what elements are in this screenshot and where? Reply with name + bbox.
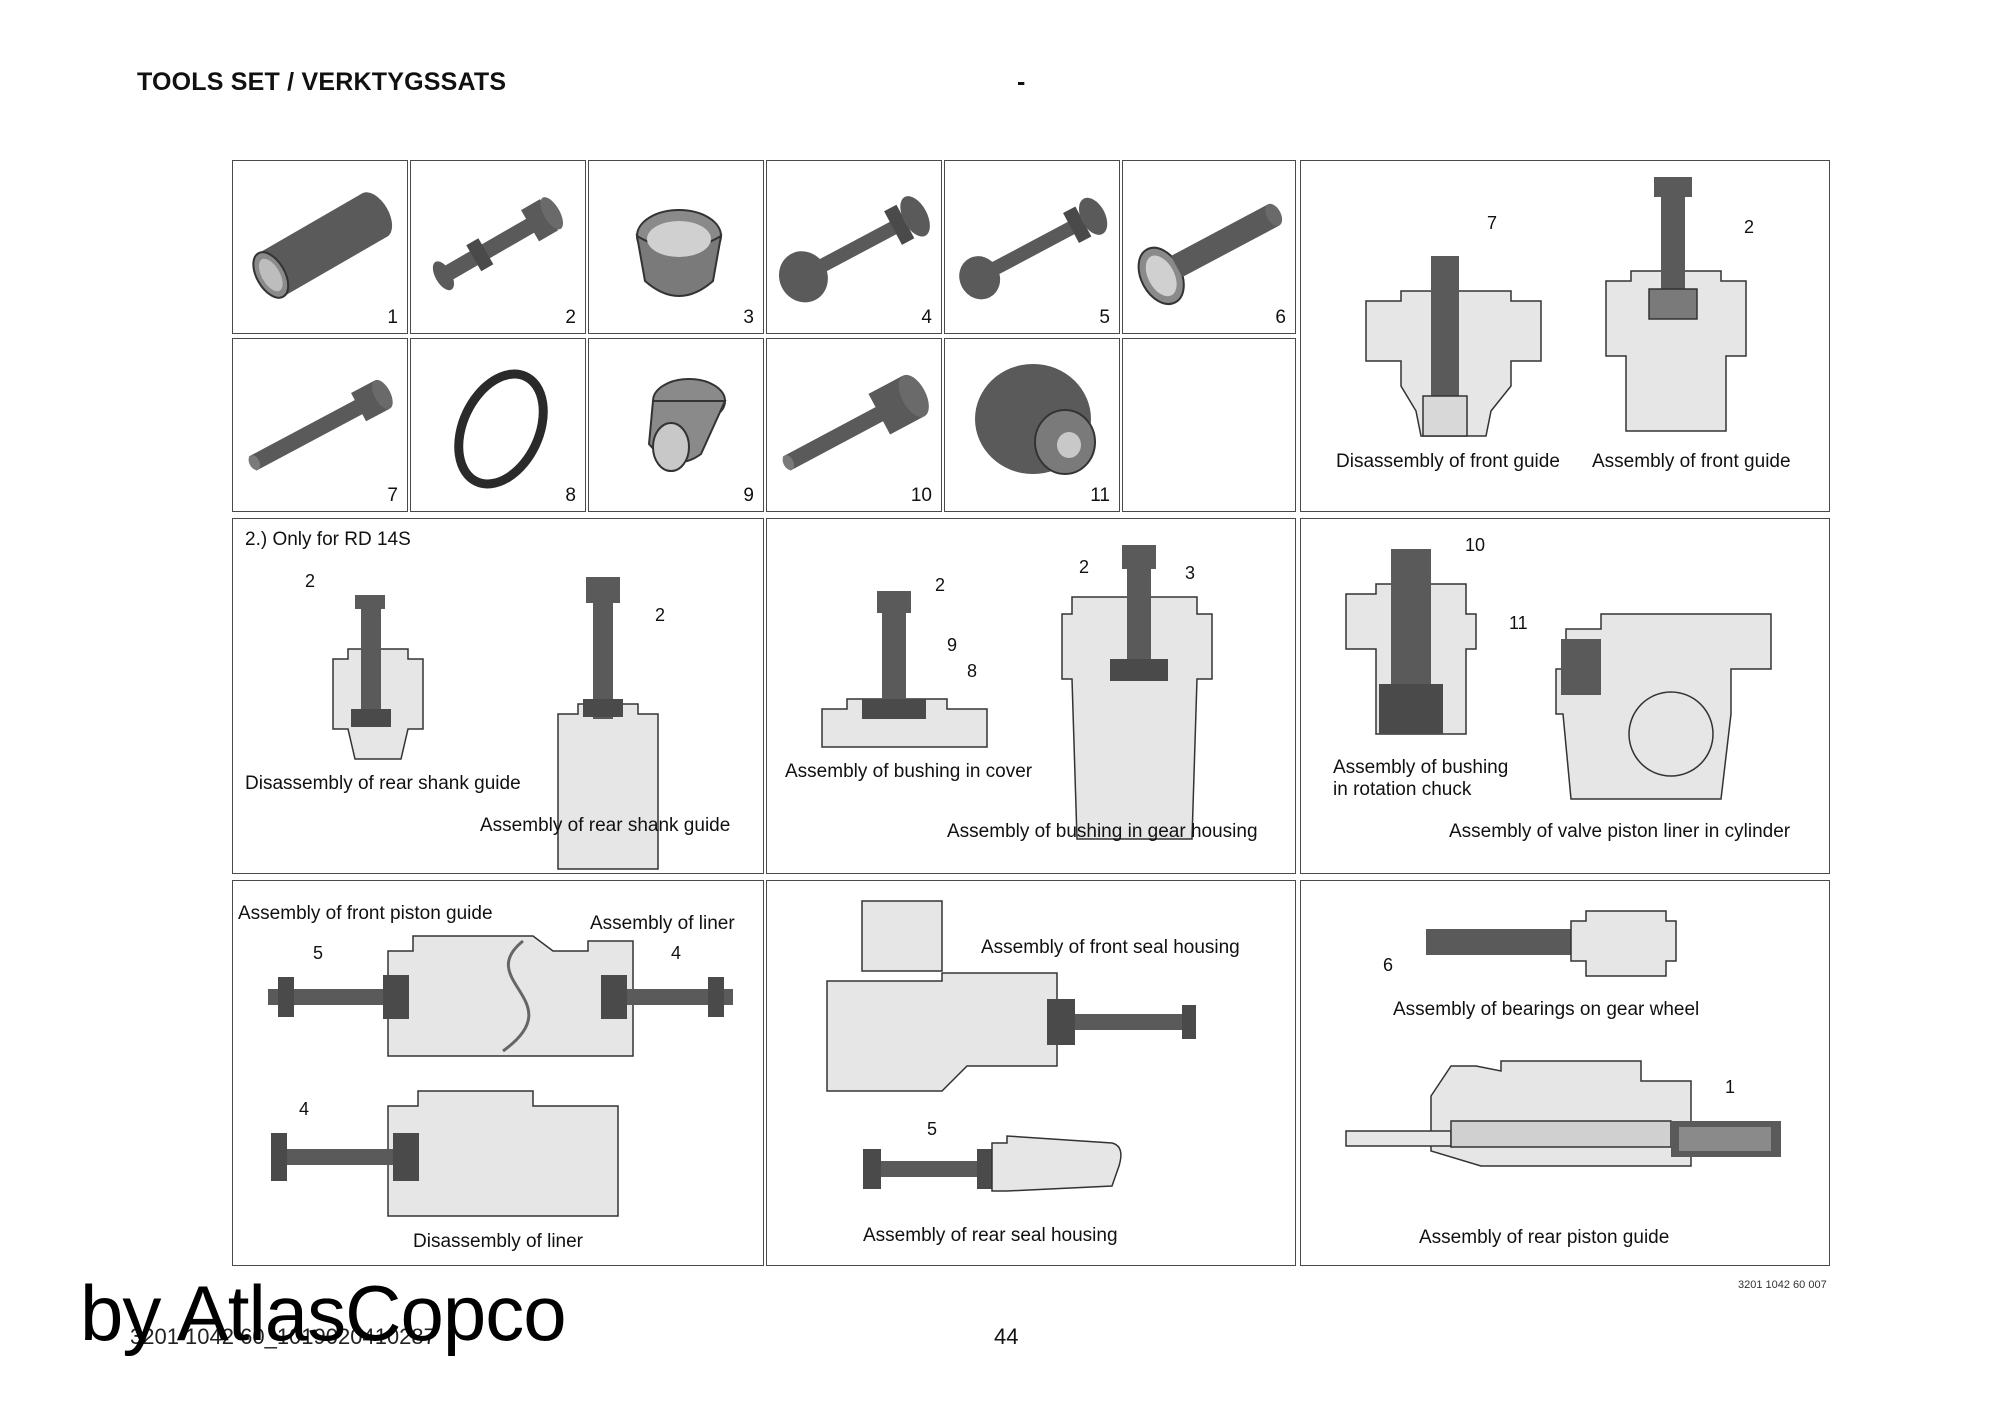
- liner-illustration: [268, 935, 733, 1217]
- callout-9: 9: [947, 635, 958, 655]
- tool-number: 6: [1275, 307, 1286, 328]
- caption-assembly-rear-shank: Assembly of rear shank guide: [480, 815, 731, 836]
- file-id: 3201 1042 60_1019020410287: [130, 1324, 436, 1349]
- caption-disassembly-front-guide: Disassembly of front guide: [1336, 451, 1560, 472]
- tool-cell-2: 2: [410, 160, 586, 334]
- bushing-cover-illustration: [821, 545, 1213, 840]
- callout-8: 8: [967, 661, 978, 681]
- tool-cell-4: 4: [766, 160, 942, 334]
- tool-cell-9: 9: [588, 338, 764, 512]
- callout-1: 1: [1725, 1077, 1736, 1097]
- callout-11: 11: [1509, 613, 1528, 633]
- caption-disassembly-liner: Disassembly of liner: [413, 1231, 583, 1252]
- front-guide-illustration: [1365, 177, 1747, 437]
- tool-cell-empty: [1122, 338, 1296, 512]
- tool-cell-3: 3: [588, 160, 764, 334]
- tool-11-illustration: [975, 364, 1096, 475]
- caption-bushing-cover: Assembly of bushing in cover: [785, 761, 1033, 782]
- callout-2: 2: [1744, 217, 1755, 237]
- note-rd14s: 2.) Only for RD 14S: [245, 529, 411, 550]
- panel-gear-wheel: 6 Assembly of bearings on gear wheel 1 A…: [1300, 880, 1830, 1266]
- callout-2: 2: [305, 571, 316, 591]
- callout-5: 5: [313, 943, 324, 963]
- panel-rear-shank-guide: 2.) Only for RD 14S 2 2 Disassembly of r…: [232, 518, 764, 874]
- caption-bushing: Assembly of bushing: [1333, 757, 1509, 778]
- tool-cell-10: 10: [766, 338, 942, 512]
- tool-number: 4: [921, 307, 932, 328]
- panel-front-guide: 7 2 Disassembly of front guide Assembly …: [1300, 160, 1830, 512]
- callout-6: 6: [1383, 955, 1394, 975]
- panel-bushing-cover: 2 9 8 2 3 Assembly of bushing in cover A…: [766, 518, 1296, 874]
- tool-cell-5: 5: [944, 160, 1120, 334]
- page-title: TOOLS SET / VERKTYGSSATS: [137, 68, 507, 96]
- tool-cell-11: 11: [944, 338, 1120, 512]
- tool-number: 9: [743, 485, 754, 506]
- tool-number: 2: [565, 307, 576, 328]
- caption-valve-piston-liner: Assembly of valve piston liner in cylind…: [1449, 821, 1791, 842]
- callout-2: 2: [655, 605, 666, 625]
- tool-cell-8: 8: [410, 338, 586, 512]
- tool-number: 8: [565, 485, 576, 506]
- callout-10: 10: [1465, 535, 1486, 555]
- rear-shank-illustration: [332, 577, 659, 870]
- tool-7-illustration: [248, 379, 393, 471]
- caption-rear-piston-guide: Assembly of rear piston guide: [1419, 1227, 1670, 1248]
- callout-7: 7: [1487, 213, 1498, 233]
- callout-2: 2: [935, 575, 946, 595]
- tool-10-illustration: [782, 374, 929, 471]
- callout-5: 5: [927, 1119, 938, 1139]
- tool-6-illustration: [1137, 203, 1283, 305]
- tool-cell-7: 7: [232, 338, 408, 512]
- caption-bushing-gear-housing: Assembly of bushing in gear housing: [947, 821, 1258, 842]
- tool-cell-1: 1: [232, 160, 408, 334]
- caption-front-seal-housing: Assembly of front seal housing: [981, 937, 1240, 958]
- callout-4: 4: [671, 943, 682, 963]
- callout-2: 2: [1079, 557, 1090, 577]
- rotation-chuck-illustration: [1345, 549, 1772, 800]
- tool-number: 5: [1099, 307, 1110, 328]
- caption-rotation-chuck: in rotation chuck: [1333, 779, 1472, 800]
- gear-wheel-illustration: [1345, 910, 1781, 1167]
- tool-8-illustration: [454, 369, 548, 489]
- tool-1-illustration: [252, 192, 393, 299]
- caption-assembly-front-guide: Assembly of front guide: [1592, 451, 1791, 472]
- tool-9-illustration: [647, 378, 727, 472]
- tool-4-illustration: [778, 196, 930, 303]
- page-number: 44: [994, 1324, 1019, 1349]
- panel-liner: Assembly of front piston guide Assembly …: [232, 880, 764, 1266]
- tool-number: 10: [910, 485, 932, 506]
- panel-seal-housing: Assembly of front seal housing 5 Assembl…: [766, 880, 1296, 1266]
- caption-front-piston-guide: Assembly of front piston guide: [238, 903, 493, 924]
- panel-rotation-chuck: 10 11 Assembly of bushing in rotation ch…: [1300, 518, 1830, 874]
- header-dash: -: [1017, 68, 1026, 96]
- tool-5-illustration: [959, 197, 1108, 300]
- caption-rear-seal-housing: Assembly of rear seal housing: [863, 1225, 1118, 1246]
- caption-disassembly-rear-shank: Disassembly of rear shank guide: [245, 773, 521, 794]
- watermark: by AtlasCopco: [80, 1269, 567, 1357]
- tool-number: 3: [743, 307, 754, 328]
- tool-2-illustration: [432, 197, 564, 291]
- tool-number: 7: [387, 485, 398, 506]
- tool-3-illustration: [635, 209, 723, 297]
- tool-number: 1: [387, 307, 398, 328]
- tool-cell-6: 6: [1122, 160, 1296, 334]
- callout-3: 3: [1185, 563, 1196, 583]
- callout-4: 4: [299, 1099, 310, 1119]
- caption-assembly-liner: Assembly of liner: [590, 913, 735, 934]
- tool-number: 11: [1090, 485, 1110, 506]
- seal-housing-illustration: [826, 900, 1196, 1192]
- caption-bearings-gear-wheel: Assembly of bearings on gear wheel: [1393, 999, 1700, 1020]
- document-number: 3201 1042 60 007: [1738, 1279, 1827, 1291]
